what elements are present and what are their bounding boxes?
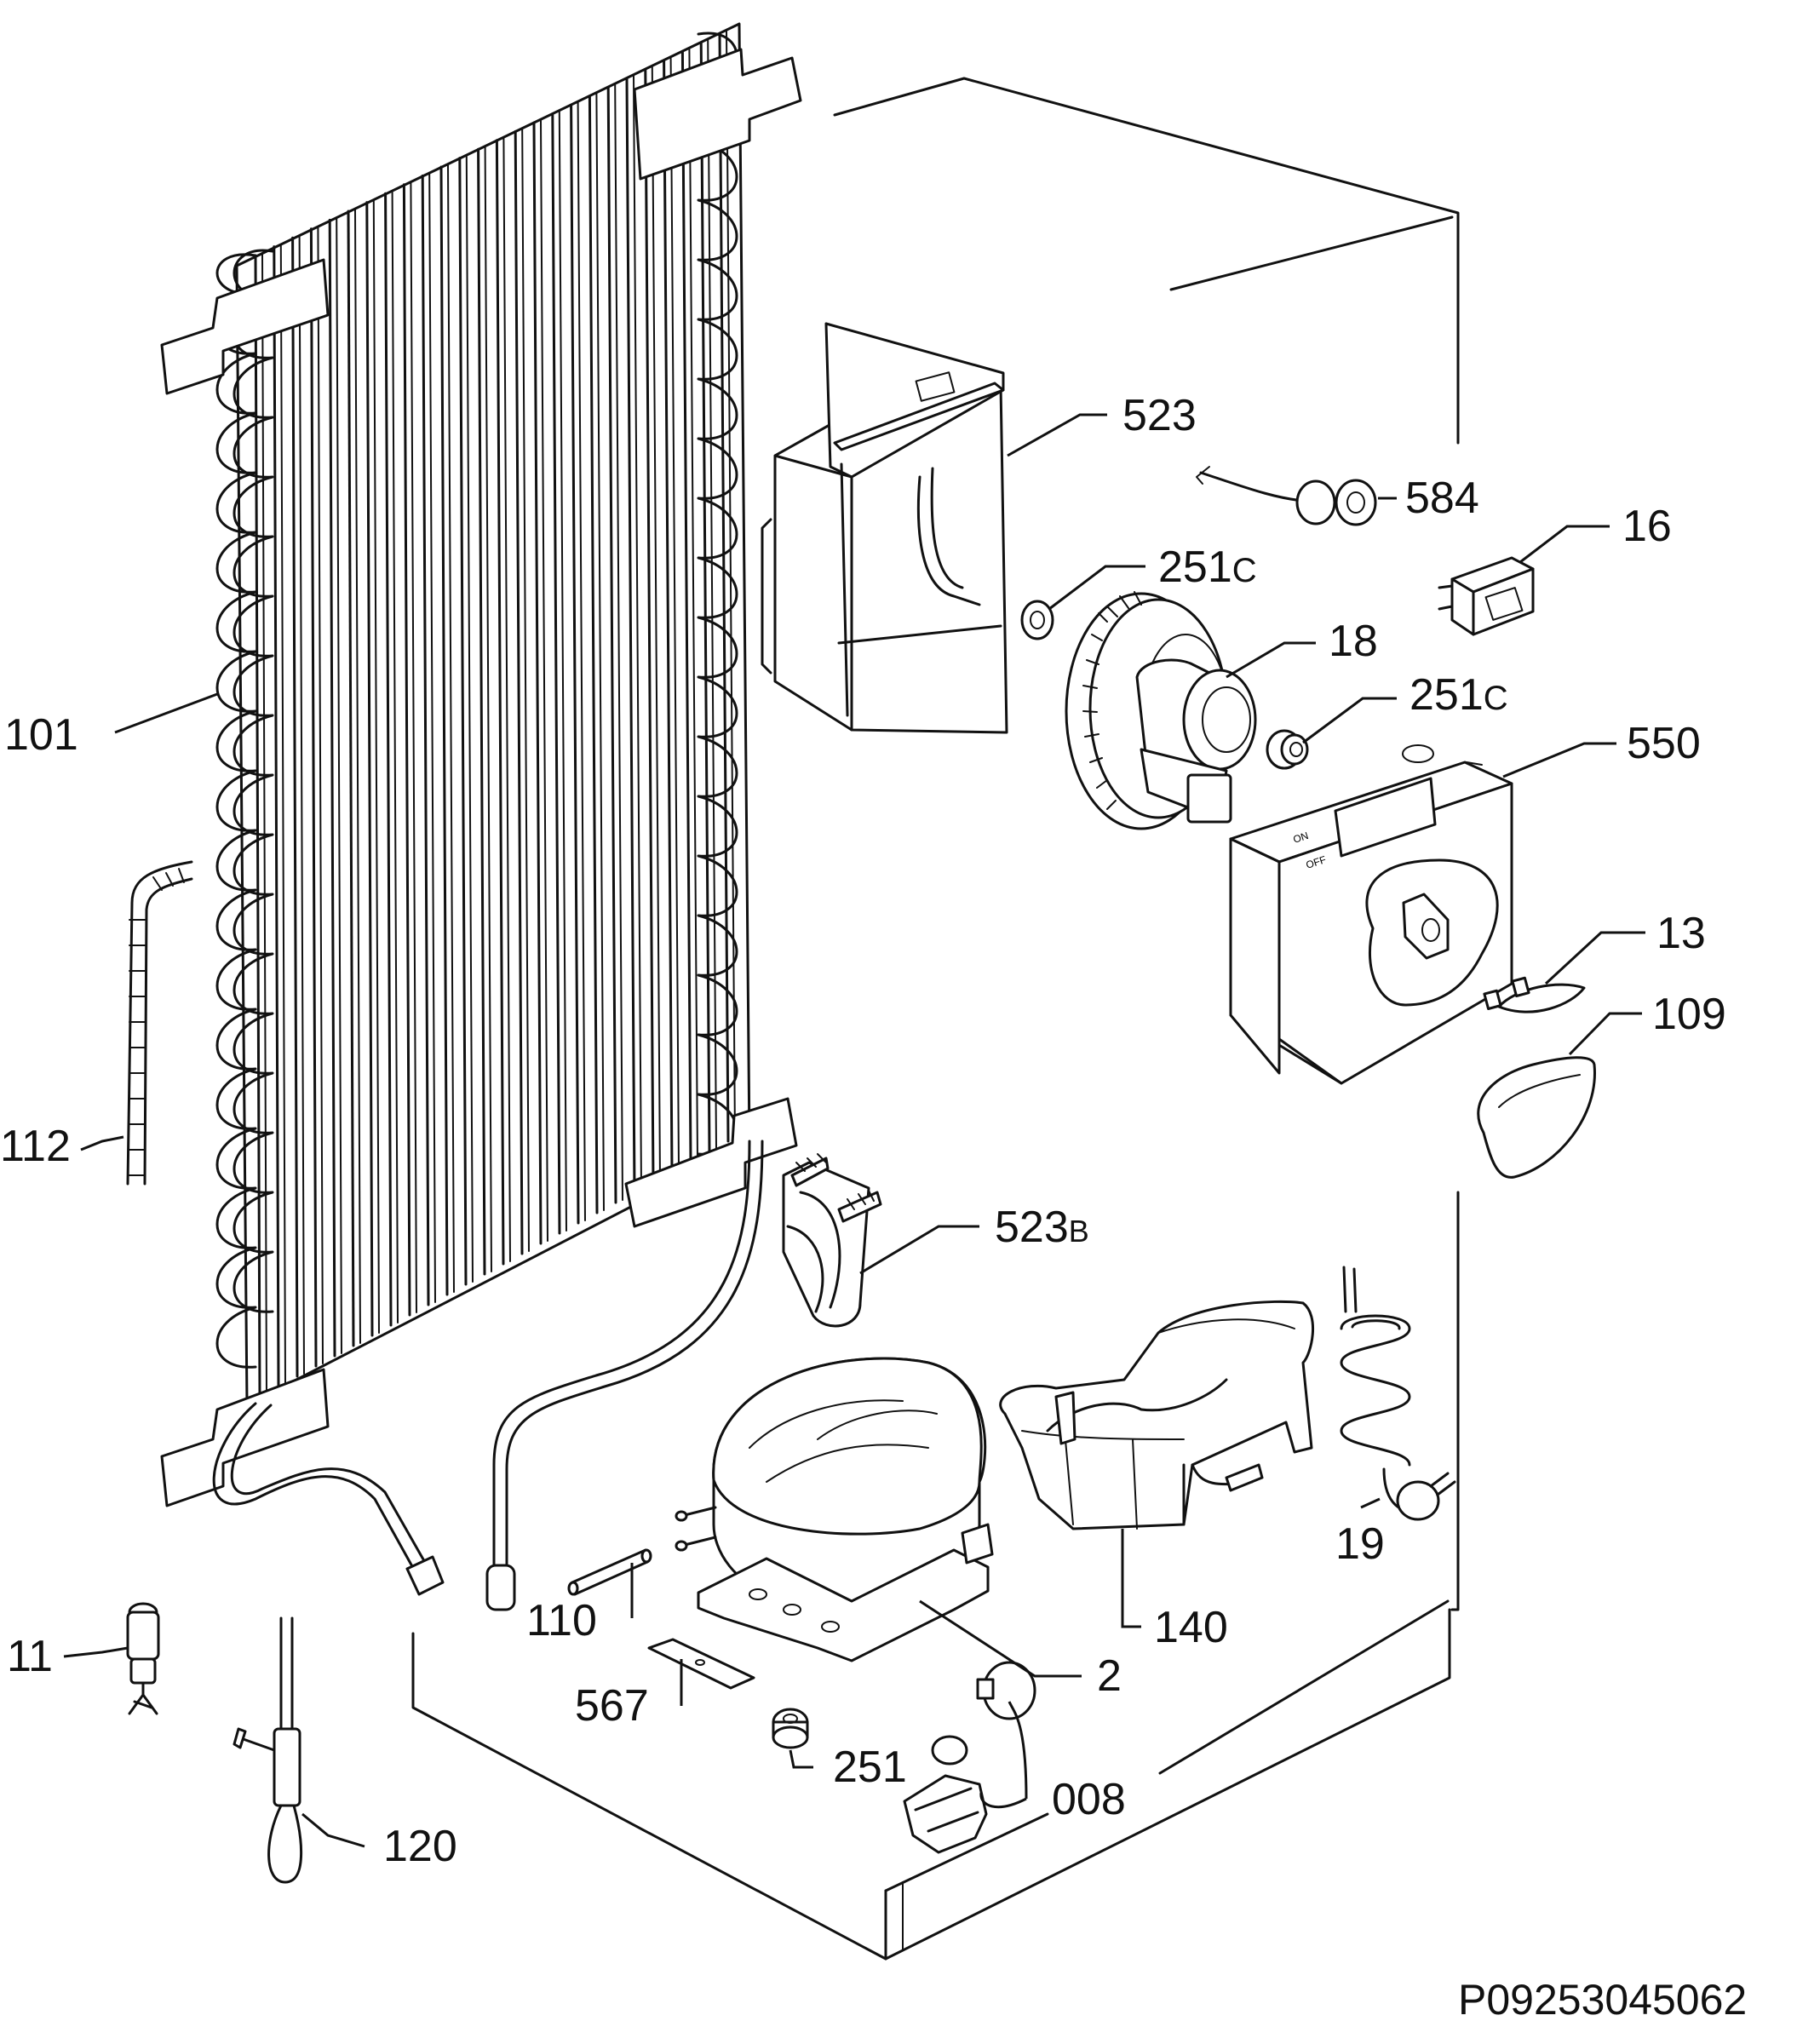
condenser-wire — [298, 234, 305, 1375]
part-labels: 101 112 11 120 110 567 251 008 2 140 19 … — [0, 391, 1726, 1871]
condenser-wire — [680, 50, 692, 1163]
condenser-wire — [402, 183, 411, 1317]
condenser-wire — [540, 119, 548, 1242]
condenser-wire — [279, 243, 286, 1385]
compressor-2 — [675, 1357, 994, 1662]
condenser-wire — [502, 136, 511, 1262]
condenser-wire — [577, 101, 586, 1221]
label-251c-mid: 251C — [1409, 670, 1508, 720]
condenser-wire — [465, 154, 474, 1283]
condenser-wire — [291, 236, 299, 1378]
label-008: 008 — [1052, 1775, 1126, 1824]
condenser-wire — [347, 210, 355, 1347]
condenser-wire — [254, 254, 261, 1398]
leader-lines — [63, 413, 1645, 1848]
clamp-523b — [782, 1153, 882, 1328]
drip-tray-140 — [999, 1300, 1315, 1530]
condenser-wire — [688, 48, 698, 1160]
label-251: 251 — [833, 1743, 907, 1792]
label-18: 18 — [1329, 617, 1378, 666]
relay-008 — [903, 1661, 1036, 1854]
condenser-wire — [447, 164, 455, 1293]
reference-code: P09253045062 — [1458, 1976, 1747, 2024]
condenser-wire — [595, 92, 605, 1211]
condenser-wire — [606, 85, 617, 1204]
plate-567 — [647, 1638, 755, 1690]
condenser-wire — [551, 112, 561, 1235]
condenser-wire — [458, 157, 468, 1286]
condenser-wire — [663, 59, 674, 1174]
condenser-wire — [309, 227, 318, 1368]
label-120: 120 — [383, 1822, 457, 1871]
label-523b: 523B — [995, 1203, 1089, 1252]
control-box-523 — [761, 322, 1008, 734]
condenser-wire — [669, 57, 680, 1170]
bushing-251c-mid — [1266, 729, 1309, 770]
condenser-wire — [354, 208, 361, 1344]
condenser-wire — [718, 32, 730, 1143]
condenser-wire — [365, 201, 374, 1337]
label-523: 523 — [1122, 391, 1197, 440]
label-140: 140 — [1154, 1603, 1228, 1652]
condenser-wire — [633, 75, 642, 1191]
label-112: 112 — [0, 1122, 71, 1171]
condenser-wire — [614, 83, 623, 1201]
svg-text:ON: ON — [1292, 830, 1310, 846]
condenser-wire — [439, 165, 449, 1296]
condenser-wire — [570, 103, 580, 1225]
label-13: 13 — [1656, 909, 1706, 958]
label-19: 19 — [1335, 1519, 1385, 1569]
condenser-wire — [644, 68, 655, 1184]
label-16: 16 — [1622, 502, 1672, 551]
label-110: 110 — [526, 1596, 597, 1645]
label-11: 11 — [7, 1632, 53, 1681]
condenser-wire — [261, 252, 267, 1395]
nut-251 — [772, 1708, 809, 1749]
condenser-wire — [651, 66, 661, 1180]
fan-motor-18 — [1065, 591, 1257, 830]
condenser-wire — [273, 245, 280, 1388]
lamp-holder-13 — [1483, 976, 1586, 1013]
condenser-wire — [372, 198, 380, 1334]
condenser-wire — [484, 146, 492, 1272]
condenser-wire — [428, 172, 436, 1303]
condenser-wire — [328, 218, 336, 1358]
label-251c-top: 251C — [1158, 543, 1257, 592]
condenser-wire — [625, 77, 636, 1194]
condenser-wire — [588, 95, 599, 1214]
condenser-wire — [336, 216, 342, 1354]
service-tube-120 — [233, 1616, 303, 1884]
bushing-251c-top — [1020, 600, 1054, 640]
condenser-wire — [521, 128, 530, 1252]
label-2: 2 — [1097, 1651, 1122, 1701]
switch-16 — [1438, 556, 1535, 636]
condenser-wire — [707, 39, 717, 1150]
power-cable-19 — [1340, 1266, 1456, 1521]
drain-hose-112 — [126, 860, 193, 1186]
condenser-wire — [477, 147, 486, 1276]
tube-110 — [567, 1548, 652, 1596]
sensor-584 — [1196, 466, 1377, 526]
label-101: 101 — [4, 710, 78, 760]
condenser-wire — [532, 121, 543, 1245]
condenser-wire — [558, 110, 567, 1232]
lamp-cover-109 — [1477, 1056, 1596, 1179]
condenser-wire — [384, 192, 393, 1327]
filter-drier-11 — [126, 1602, 160, 1715]
condenser-wire — [699, 41, 711, 1153]
condenser-wire — [421, 174, 430, 1306]
condenser-wire — [410, 181, 417, 1313]
label-584: 584 — [1405, 474, 1479, 523]
label-109: 109 — [1652, 990, 1726, 1039]
condenser-wire — [317, 225, 324, 1364]
condenser-wire — [495, 139, 505, 1266]
label-567: 567 — [575, 1681, 649, 1731]
label-550: 550 — [1627, 719, 1701, 768]
condenser-101 — [160, 22, 802, 1611]
cabinet-outline — [411, 77, 1460, 1961]
condenser-wire — [391, 190, 399, 1323]
fan-housing-550: ON OFF — [1229, 744, 1513, 1085]
condenser-wire — [514, 129, 524, 1255]
